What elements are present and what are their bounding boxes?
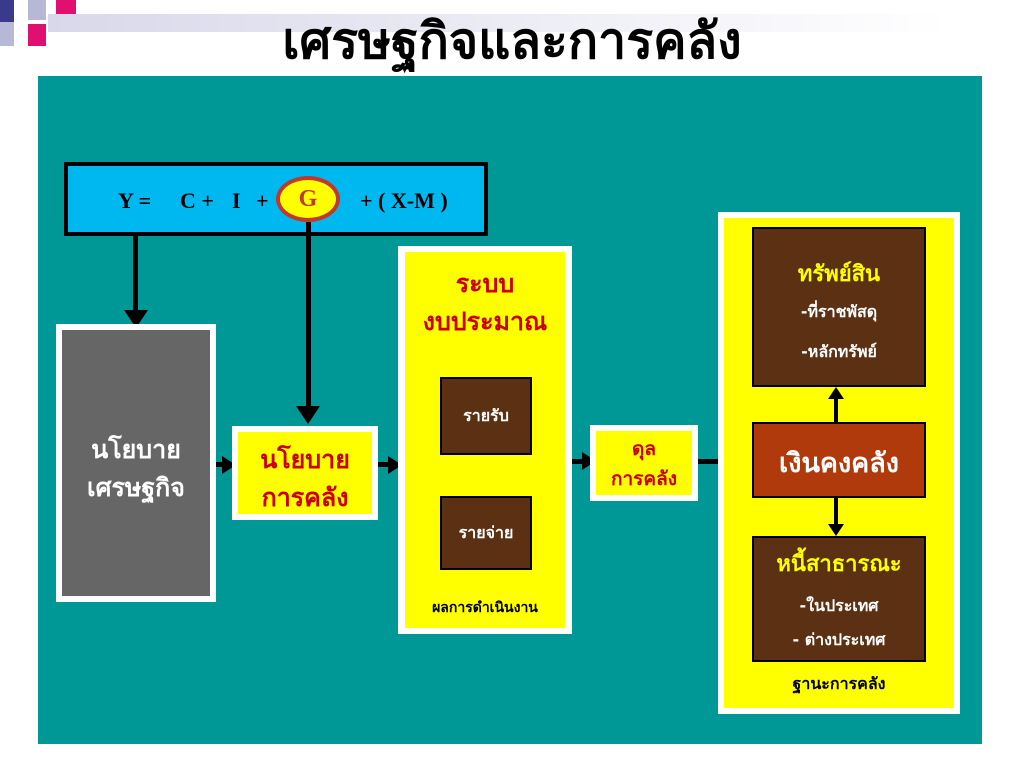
treasury-cash-box: [752, 422, 926, 498]
arrowhead-to-fiscal: [222, 456, 236, 474]
formula-y: Y =: [118, 188, 152, 213]
arrowhead-to-budget: [388, 456, 402, 474]
treasury-cash-label: เงินคงคลัง: [779, 448, 899, 479]
economic-policy-label-2: เศรษฐกิจ: [87, 473, 185, 502]
arrow-g-to-fiscal: [306, 222, 311, 412]
public-debt-domestic: -ในประเทศ: [799, 596, 879, 615]
arrowhead-to-balance: [582, 452, 596, 470]
fiscal-policy-label-1: นโยบาย: [260, 445, 350, 474]
expenditure-box: [440, 496, 532, 570]
economic-policy-label-1: นโยบาย: [91, 435, 181, 464]
fiscal-policy-box: [238, 432, 372, 514]
budget-caption: ผลการดำเนินงาน: [432, 600, 538, 616]
formula-plus: +: [256, 188, 269, 213]
economic-policy-box: [62, 330, 210, 596]
assets-title: ทรัพย์สิน: [797, 262, 881, 287]
arrowhead-to-debt: [828, 524, 844, 536]
page-title: เศรษฐกิจและการคลัง: [282, 12, 742, 70]
government-spending-circle: G: [276, 176, 340, 222]
fiscal-balance-label-1: ดุล: [632, 438, 656, 460]
budget-system-title-2: งบประมาณ: [422, 307, 548, 336]
arrow-fiscal-to-budget: [378, 462, 392, 467]
formula-xm: + ( X-M ): [360, 188, 448, 213]
arrowhead-to-assets: [828, 387, 844, 399]
public-debt-foreign: - ต่างประเทศ: [792, 630, 886, 649]
arrow-treasury-to-assets: [834, 397, 838, 423]
arrow-treasury-to-debt: [834, 498, 838, 526]
arrowhead-economic: [124, 310, 148, 328]
arrowhead-fiscal: [296, 406, 320, 424]
fiscal-balance-box: [596, 431, 692, 495]
arrow-formula-to-economic: [133, 236, 138, 314]
revenue-box: [440, 377, 532, 455]
arrow-economic-to-fiscal: [216, 462, 224, 467]
formula-c: C +: [180, 188, 214, 213]
arrow-balance-to-treasury: [698, 459, 734, 464]
formula-i: I: [232, 188, 241, 213]
fiscal-balance-label-2: การคลัง: [610, 468, 677, 490]
expenditure-label: รายจ่าย: [458, 523, 514, 542]
public-debt-title: หนี้สาธารณะ: [776, 552, 902, 577]
assets-box: [752, 227, 926, 387]
fiscal-policy-label-2: การคลัง: [261, 483, 349, 512]
assets-item-securities: -หลักทรัพย์: [801, 342, 877, 361]
assets-item-land: -ที่ราชพัสดุ: [800, 302, 878, 321]
arrow-budget-to-balance: [572, 459, 586, 464]
revenue-label: รายรับ: [463, 406, 509, 425]
public-debt-box: [752, 536, 926, 662]
budget-system-title-1: ระบบ: [455, 269, 515, 298]
fiscal-position-caption: ฐานะการคลัง: [792, 674, 886, 693]
